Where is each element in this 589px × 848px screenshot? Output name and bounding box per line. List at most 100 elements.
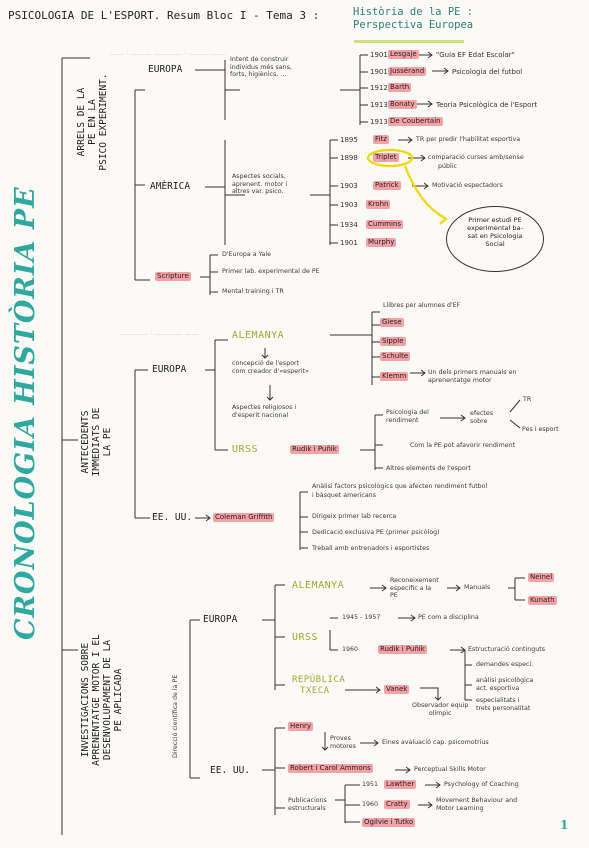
region-eeuu: EE. UU. — [152, 512, 193, 523]
subtitle-line: Història de la PE : — [353, 6, 474, 18]
txeca-item: trets personalitat — [476, 705, 531, 712]
section-title-line: IMMEDIATS DE — [91, 407, 102, 477]
author-highlight: Barth — [388, 83, 412, 92]
alemanya-note: Aspectes religiosos i d'esperit nacional — [232, 404, 296, 419]
eeuu-item: Dirigeix primer lab recerca — [312, 513, 397, 520]
bubble-line: Primer estudi PE — [468, 216, 522, 224]
note-line: rendiment — [386, 416, 419, 424]
subtitle-underline — [354, 40, 464, 43]
item-desc: PE com a disciplina — [418, 614, 479, 621]
note-line: PE — [390, 592, 398, 599]
item-desc: comparació curses amb/sense — [428, 154, 524, 161]
direction-note: Direcció científica de la PE — [172, 674, 179, 758]
year-label: 1903 — [340, 182, 358, 190]
note-line: aprenent. motor i — [232, 180, 288, 188]
subtitle-line: Perspectiva Europea — [353, 19, 474, 31]
txeca-item: demandes especí. — [476, 661, 534, 668]
page-subtitle: Història de la PE : Perspectiva Europea — [353, 6, 473, 32]
urss-relation: Com la PE pot afavorir rendiment — [410, 442, 516, 449]
robert-desc: Perceptual Skills Motor — [414, 766, 486, 773]
author-highlight: Krohn — [366, 200, 391, 209]
item-desc: Psychology of Coaching — [444, 781, 519, 788]
eeuu-item: Anàlisi factors psicològics que afecten … — [312, 483, 488, 490]
note-line: Aspectes socials, — [232, 173, 286, 180]
region-urss: URSS — [292, 632, 319, 643]
author-highlight: Murphy — [366, 238, 397, 247]
author-highlight: De Coubertain — [388, 117, 443, 126]
author-highlight: Klemm — [380, 372, 409, 381]
section-title-antecedents: ANTECEDENTS IMMEDIATS DE LA PE — [80, 372, 113, 512]
section-title-line: LA PE — [102, 427, 113, 457]
author-highlight: Sipple — [380, 337, 406, 346]
section-title-line: ANTECEDENTS — [80, 410, 91, 474]
alemanya-note: concepció de l'esport com creador d'«esp… — [232, 360, 309, 375]
author-highlight: Patrick — [373, 181, 401, 190]
alemanya-top-note: Llibres per alumnes d'EF — [383, 302, 461, 309]
author-highlight: Jussérand — [388, 67, 427, 76]
note-line: concepció de l'esport — [232, 360, 300, 367]
note-line: Publicacions — [288, 797, 327, 804]
region-txeca: REPÚBLICA TXECA — [292, 675, 345, 697]
region-label-line: TXECA — [300, 686, 330, 696]
year-label: 1901 — [340, 239, 358, 247]
author-highlight: Rudik i Puñik — [378, 645, 427, 654]
year-label: 1912 — [370, 84, 388, 92]
scripture-item: D'Europa a Yale — [222, 251, 272, 258]
note-line: altres var. psico. — [232, 188, 284, 195]
note-line: Reconeixement — [390, 577, 439, 584]
txeca-note: Observador equip olímpic — [412, 702, 468, 717]
author-highlight: Neinel — [528, 573, 555, 582]
note-line: Psicologia del — [386, 409, 429, 416]
scripture-item: Mental training i TR — [222, 288, 284, 295]
manuals-label: Manuals — [464, 584, 491, 591]
note-line: sobre — [470, 417, 488, 425]
eeuu-item: i bàsquet americans — [312, 492, 377, 499]
urss-pes: Pes i esport — [522, 426, 559, 433]
author-highlight: Vanek — [384, 685, 410, 694]
henry-desc: Eines avaluació cap. psicomotrius — [382, 739, 489, 746]
year-label: 1945 - 1957 — [342, 614, 381, 621]
author-highlight: Scripture — [155, 272, 191, 281]
urss-effects: efectes sobre — [470, 410, 493, 425]
region-europa: EUROPA — [152, 364, 187, 375]
urss-item: Psicologia del rendiment — [386, 409, 429, 424]
item-desc: TR per predir l'habilitat esportiva — [416, 136, 521, 143]
item-desc: "Guia EF Edat Escolar" — [436, 51, 515, 59]
section-title-arrels: ARRELS DE LA PE EN LA PSICO EXPERIMENT. — [76, 62, 109, 182]
year-label: 1960 — [342, 646, 359, 653]
note-line: Aspectes religiosos i — [232, 404, 297, 411]
region-europa: EUROPA — [148, 64, 183, 75]
america-note: Aspectes socials, aprenent. motor i altr… — [232, 173, 287, 196]
year-label: 1903 — [340, 201, 358, 209]
item-desc: Motivació espectadors — [432, 182, 503, 189]
region-eeuu: EE. UU. — [210, 765, 251, 776]
note-line: aprenentatge motor — [428, 376, 492, 384]
section-title-line: ARRELS DE LA — [76, 87, 87, 157]
author-highlight: Robert i Carol Ammons — [288, 764, 373, 773]
year-label: 1913 — [370, 118, 388, 126]
year-label: 1934 — [340, 221, 358, 229]
author-highlight: Cratty — [384, 800, 410, 809]
section-title-line: INVESTIGACIONS SOBRE — [80, 642, 91, 758]
alemanya-note: Reconeixement específic a la PE — [390, 577, 439, 600]
year-label: 1895 — [340, 136, 358, 144]
europa-note: Intent de construir individus més sans, … — [230, 56, 292, 79]
item-desc: Movement Behaviour and Motor Learning — [436, 797, 518, 812]
txeca-item: especialitats i — [476, 697, 520, 704]
author-highlight: Triplet — [373, 153, 399, 162]
page-number: 1 — [560, 818, 569, 832]
year-label: 1901 — [370, 51, 388, 59]
note-line: d'esperit nacional — [232, 411, 289, 419]
pubs-label: Publicacions estructurals — [288, 797, 327, 812]
section-title-line: APRENENTATGE MOTOR I EL — [91, 634, 102, 766]
author-highlight: Schulte — [380, 352, 411, 361]
author-highlight: Ogilvie i Tutko — [362, 818, 416, 827]
note-line: efectes — [470, 410, 494, 417]
note-line: individus més sans, — [230, 63, 292, 71]
note-line: Intent de construir — [230, 56, 289, 63]
bubble-line: Social — [485, 240, 505, 248]
author-highlight: Rudik i Puñik — [290, 445, 339, 454]
region-europa: EUROPA — [203, 614, 238, 625]
author-highlight: Fitz — [373, 135, 389, 144]
